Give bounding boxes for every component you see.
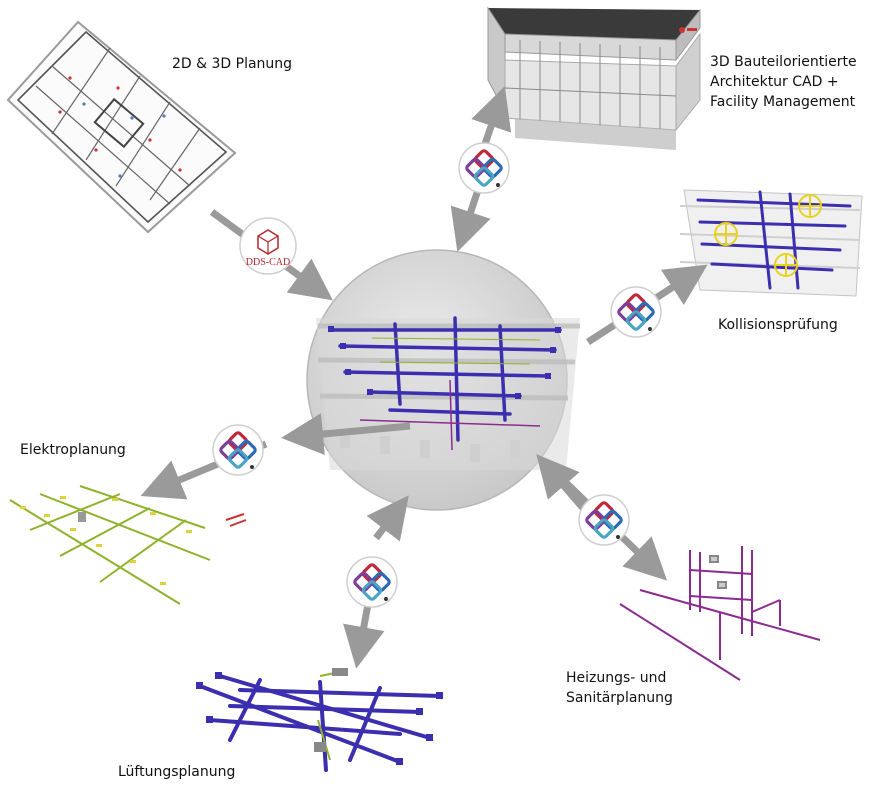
- building-model: [487, 6, 701, 150]
- dds-cad-logo-icon: DDS-CAD: [239, 217, 297, 275]
- label-architektur-line-3: Facility Management: [710, 94, 856, 110]
- label-heizung-line-1: Heizungs- und: [566, 670, 667, 686]
- floor-plan-drawing: [6, 20, 237, 234]
- ifc-logo-icon: [609, 285, 663, 339]
- label-kollisionspruefung: Kollisionsprüfung: [718, 317, 838, 333]
- label-lueftungsplanung: Lüftungsplanung: [118, 764, 236, 780]
- label-heizung-line-2: Sanitärplanung: [566, 690, 673, 706]
- label-2d-3d-planung: 2D & 3D Planung: [172, 56, 293, 72]
- label-architektur: 3D Bauteilorientierte Architektur CAD + …: [710, 52, 857, 112]
- label-heizung-sanitaer: Heizungs- und Sanitärplanung: [566, 668, 673, 708]
- ventilation-model: [196, 668, 443, 772]
- dds-cad-label: DDS-CAD: [246, 257, 290, 268]
- label-architektur-line-1: 3D Bauteilorientierte: [710, 54, 857, 70]
- central-model-hub: [306, 249, 580, 511]
- ifc-logo-icon: [457, 141, 511, 195]
- heating-sanitary-model: [619, 546, 821, 681]
- label-elektroplanung: Elektroplanung: [20, 442, 126, 458]
- ifc-logo-icon: [211, 423, 265, 477]
- collision-model: [679, 189, 863, 297]
- label-architektur-line-2: Architektur CAD +: [710, 74, 839, 90]
- electrical-plan-model: [9, 485, 247, 605]
- ifc-logo-icon: [345, 555, 399, 609]
- ifc-logo-icon: [577, 493, 631, 547]
